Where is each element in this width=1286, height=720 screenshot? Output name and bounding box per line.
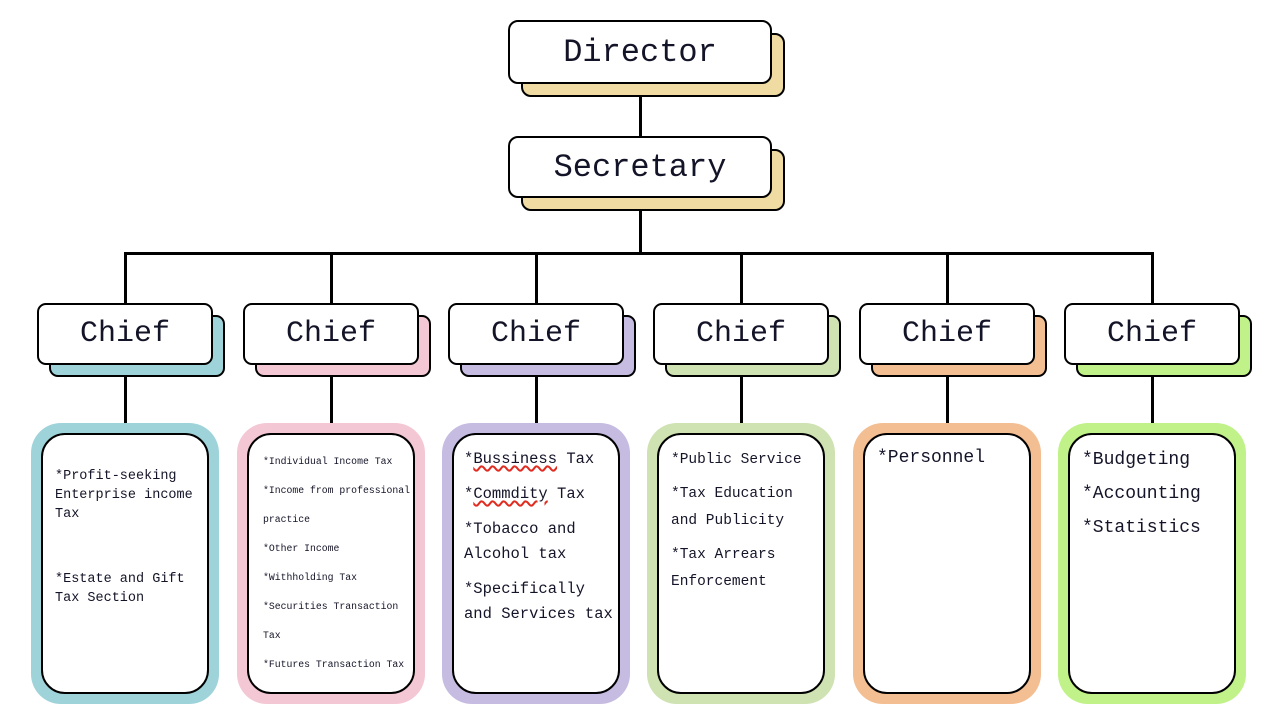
branch: Chief *Personnel [853, 252, 1047, 712]
branch: Chief *Budgeting *Accounting *Statistics [1058, 252, 1252, 712]
detail-box[interactable]: *Budgeting *Accounting *Statistics [1058, 423, 1246, 704]
director-label: Director [563, 33, 717, 71]
chief-label: Chief [901, 317, 992, 351]
connector-line [535, 364, 538, 425]
chief-box[interactable]: Chief [859, 303, 1047, 377]
detail-box[interactable]: *Public Service *Tax Education and Public… [647, 423, 835, 704]
detail-item: *Commdity Tax [464, 485, 585, 503]
chief-box[interactable]: Chief [448, 303, 636, 377]
detail-item: *Futures Transaction Tax [263, 659, 405, 670]
chief-box[interactable]: Chief [37, 303, 225, 377]
detail-item: *Individual Income Tax [263, 456, 393, 467]
detail-items: *Profit-seeking Enterprise income Tax *Es… [43, 435, 207, 608]
connector-line [639, 84, 642, 138]
branch: Chief *Public Service *Tax Education and … [647, 252, 841, 712]
chief-label: Chief [490, 317, 581, 351]
misspelled-word: Bussiness [473, 450, 558, 468]
chief-label: Chief [285, 317, 376, 351]
misspelled-word: Commdity [473, 485, 548, 503]
detail-item: *Statistics [1082, 518, 1201, 538]
detail-item: *Public Service [671, 452, 802, 468]
detail-items: *Bussiness Tax *Commdity Tax *Tobacco and … [454, 435, 618, 627]
chief-label: Chief [1106, 317, 1197, 351]
connector-line [946, 252, 949, 305]
connector-line [946, 364, 949, 425]
connector-line [124, 252, 127, 305]
detail-item: *Bussiness Tax [464, 450, 595, 468]
detail-items: *Budgeting *Accounting *Statistics [1070, 435, 1234, 545]
connector-line [1151, 252, 1154, 305]
chief-box[interactable]: Chief [1064, 303, 1252, 377]
connector-line [330, 252, 333, 305]
detail-item: *Income from professional practice [263, 485, 410, 525]
detail-item: *Other Income [263, 543, 340, 554]
detail-items: *Individual Income Tax *Income from profe… [249, 435, 413, 679]
branch: Chief *Individual Income Tax *Income from… [237, 252, 431, 712]
secretary-label: Secretary [553, 148, 727, 186]
detail-box[interactable]: *Bussiness Tax *Commdity Tax *Tobacco and … [442, 423, 630, 704]
detail-items: *Personnel [865, 435, 1029, 471]
chief-label: Chief [79, 317, 170, 351]
connector-line [740, 252, 743, 305]
detail-item: *Budgeting [1082, 450, 1191, 470]
branch: Chief *Bussiness Tax *Commdity Tax *Tobacc… [442, 252, 636, 712]
connector-line [639, 209, 642, 254]
chief-box[interactable]: Chief [653, 303, 841, 377]
chief-label: Chief [695, 317, 786, 351]
connector-line [1151, 364, 1154, 425]
detail-box[interactable]: *Profit-seeking Enterprise income Tax *Es… [31, 423, 219, 704]
branch: Chief *Profit-seeking Enterprise income … [31, 252, 225, 712]
detail-item: *Tax Arrears Enforcement [671, 547, 776, 590]
connector-rail [124, 252, 1154, 255]
connector-line [535, 252, 538, 305]
detail-item: *Specifically and Services tax [464, 580, 613, 623]
secretary-box[interactable]: Secretary [508, 136, 785, 211]
detail-item: *Estate and Gift Tax Section [55, 572, 185, 606]
detail-item: *Profit-seeking Enterprise income Tax [55, 469, 193, 522]
detail-item: *Personnel [877, 448, 986, 468]
detail-box[interactable]: *Individual Income Tax *Income from profe… [237, 423, 425, 704]
detail-item: *Securities Transaction Tax [263, 601, 399, 641]
detail-item: *Withholding Tax [263, 572, 358, 583]
detail-items: *Public Service *Tax Education and Public… [659, 435, 823, 596]
connector-line [124, 364, 127, 425]
detail-box[interactable]: *Personnel [853, 423, 1041, 704]
connector-line [330, 364, 333, 425]
detail-item: *Accounting [1082, 484, 1201, 504]
detail-item: *Tax Education and Publicity [671, 486, 793, 529]
chief-box[interactable]: Chief [243, 303, 431, 377]
director-box[interactable]: Director [508, 20, 785, 97]
connector-line [740, 364, 743, 425]
detail-item: *Tobacco and Alcohol tax [464, 520, 576, 563]
